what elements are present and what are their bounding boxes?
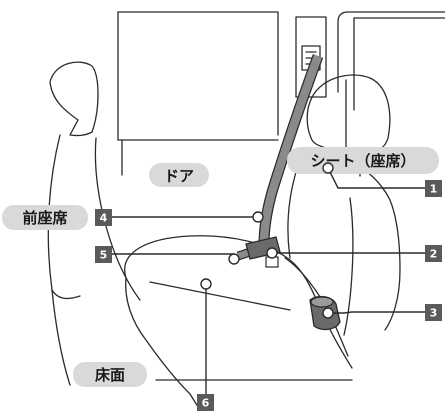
callout-1-dot xyxy=(322,162,334,174)
side-window xyxy=(337,11,445,159)
door-frame xyxy=(117,11,279,176)
callout-6-number: 6 xyxy=(202,397,210,410)
callout-2-dot xyxy=(266,247,278,259)
label-door-text: ドア xyxy=(164,167,194,185)
callout-6-dot xyxy=(200,278,212,290)
callout-1-leader xyxy=(327,167,425,189)
callout-4: 4 xyxy=(95,209,112,226)
callout-3: 3 xyxy=(425,304,442,321)
callout-5-number: 5 xyxy=(100,249,108,262)
seat-backrest xyxy=(284,154,401,357)
callout-5: 5 xyxy=(95,246,112,263)
label-floor-text: 床面 xyxy=(95,366,125,384)
label-front-seat-text: 前座席 xyxy=(22,209,67,227)
label-front-seat: 前座席 xyxy=(2,205,88,230)
callout-4-dot xyxy=(252,211,264,223)
callout-3-leader xyxy=(328,311,425,314)
callout-1: 1 xyxy=(425,180,442,197)
callout-5-dot xyxy=(228,253,240,265)
callout-3-number: 3 xyxy=(430,307,438,320)
callout-3-dot xyxy=(322,307,334,319)
callout-2-number: 2 xyxy=(430,248,438,261)
label-door: ドア xyxy=(149,163,209,187)
label-seat-text: シート（座席） xyxy=(310,152,415,170)
callout-6: 6 xyxy=(197,394,214,411)
front-seat xyxy=(47,61,141,386)
callout-4-number: 4 xyxy=(100,212,108,225)
callout-1-number: 1 xyxy=(430,183,438,196)
callout-2: 2 xyxy=(425,245,442,262)
label-floor: 床面 xyxy=(73,362,147,387)
label-seat: シート（座席） xyxy=(287,147,439,174)
